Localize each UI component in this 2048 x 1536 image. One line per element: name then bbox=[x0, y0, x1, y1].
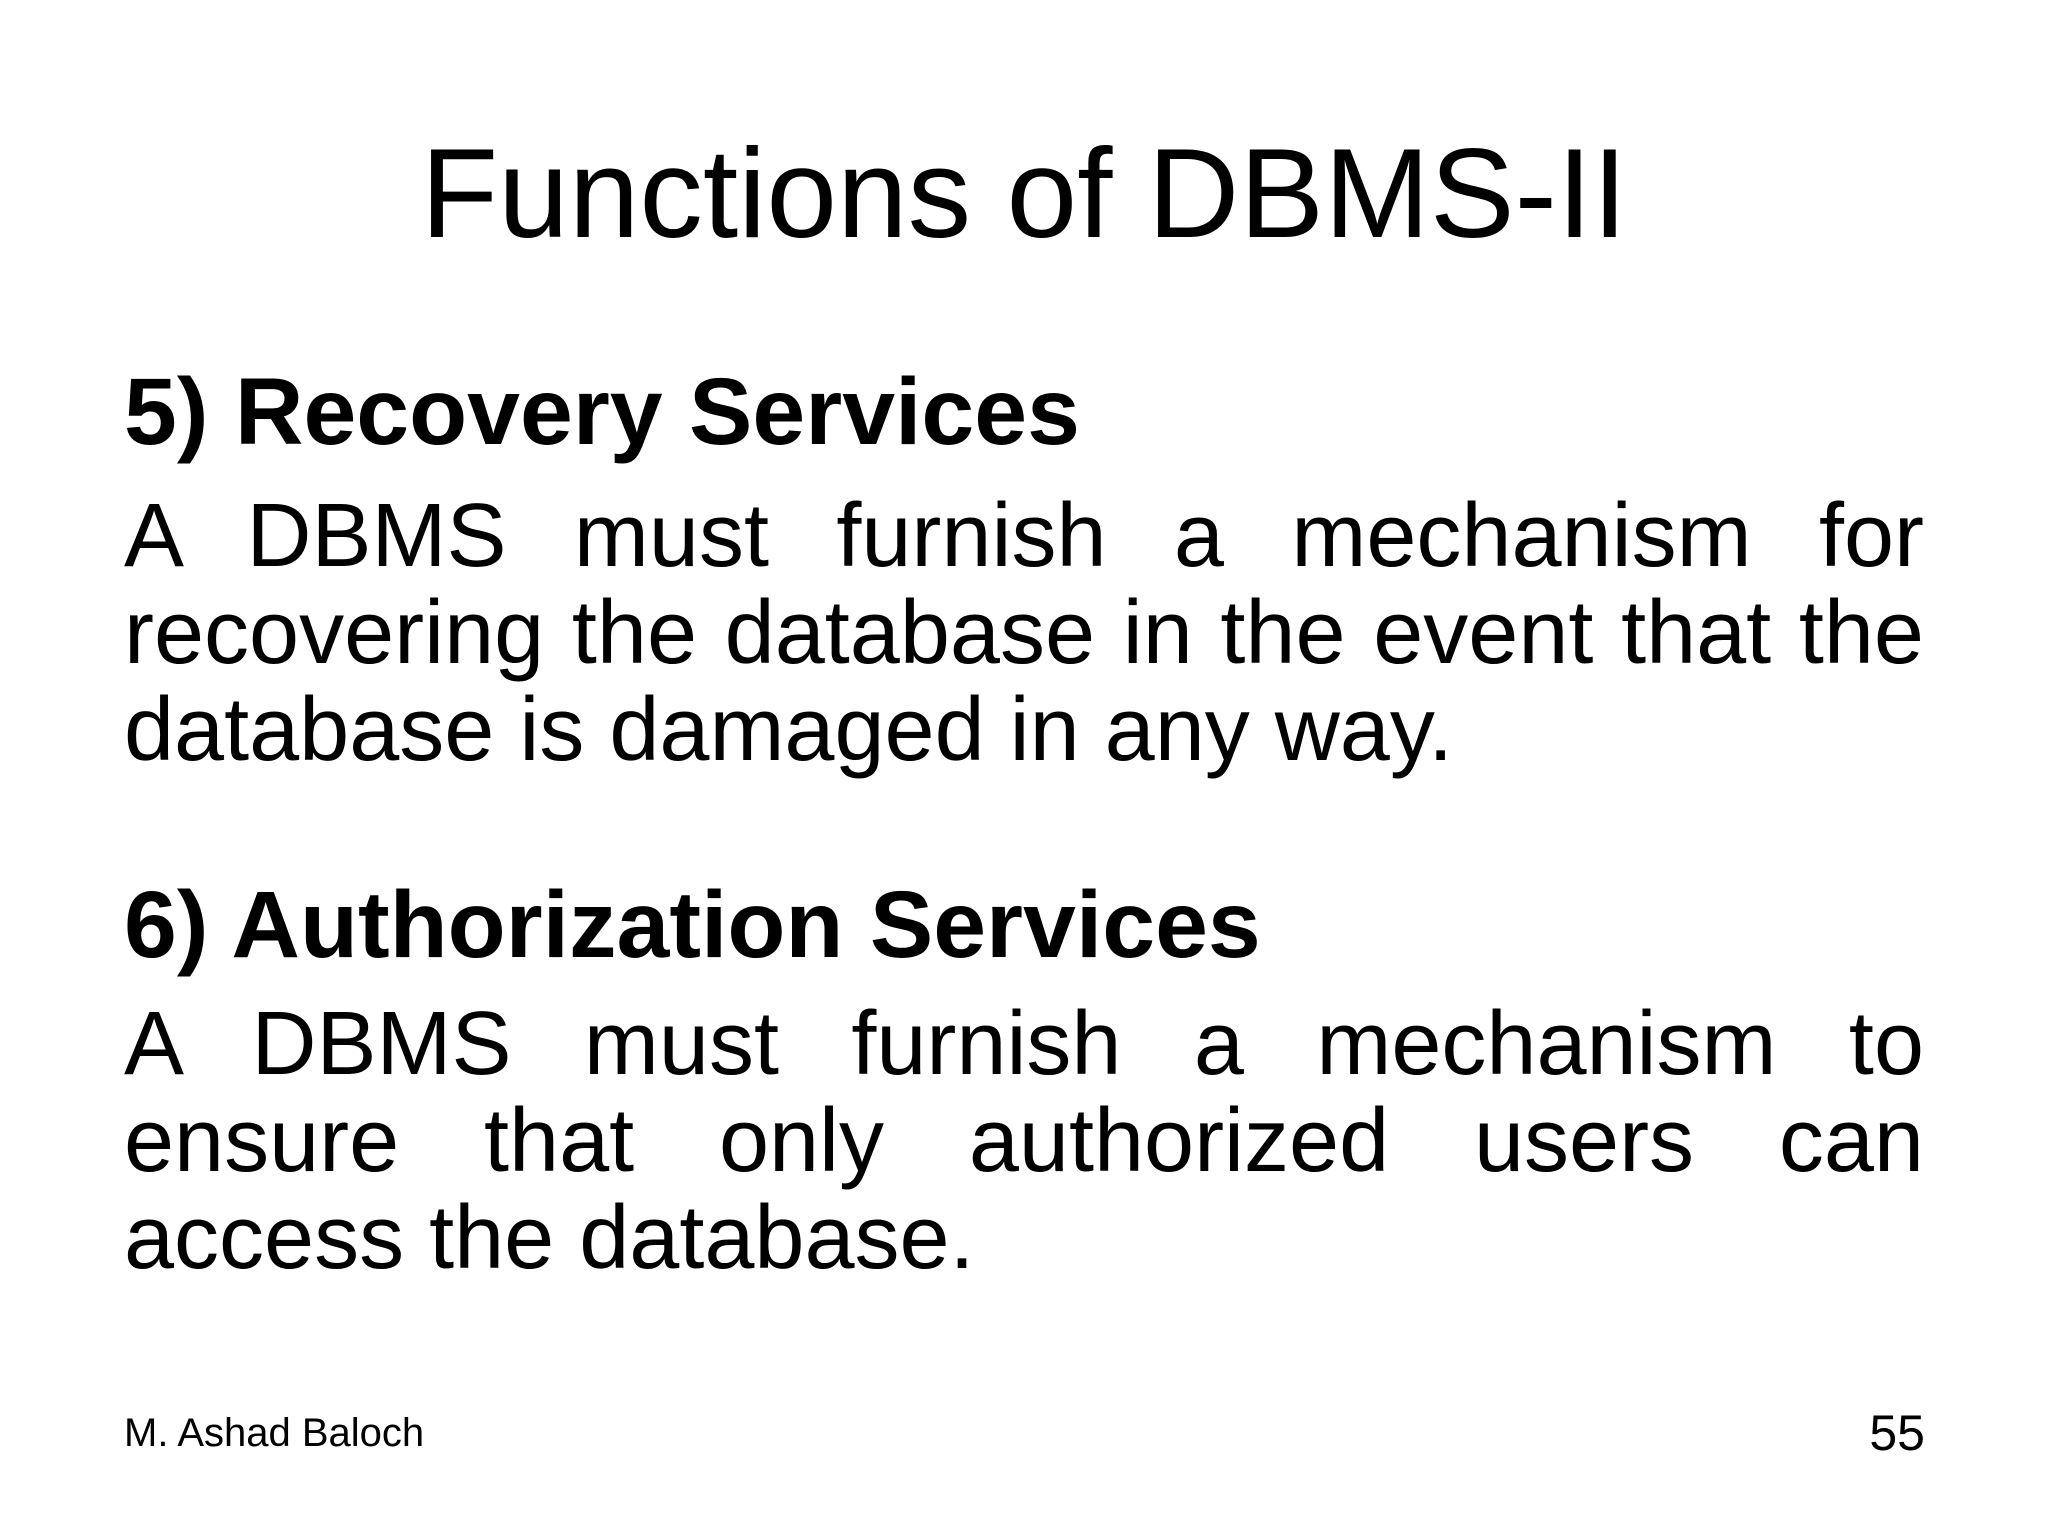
paragraph-line: recovering the database in the event tha… bbox=[124, 583, 1924, 683]
page-number: 55 bbox=[1869, 1405, 1925, 1461]
paragraph-line: access the database. bbox=[124, 1188, 975, 1288]
footer-author: M. Ashad Baloch bbox=[124, 1411, 425, 1455]
section-heading-authorization-services: 6) Authorization Services bbox=[124, 872, 1261, 978]
paragraph-line: ensure that only authorized users can bbox=[124, 1091, 1924, 1191]
paragraph-recovery-services: A DBMS must furnish a mechanism for reco… bbox=[124, 488, 1924, 779]
paragraph-line: database is damaged in any way. bbox=[124, 680, 1454, 780]
paragraph-line: A DBMS must furnish a mechanism to bbox=[124, 994, 1924, 1094]
section-heading-recovery-services: 5) Recovery Services bbox=[124, 359, 1080, 465]
paragraph-line: A DBMS must furnish a mechanism for bbox=[124, 486, 1924, 586]
slide-title: Functions of DBMS-II bbox=[420, 122, 1628, 264]
paragraph-authorization-services: A DBMS must furnish a mechanism to ensur… bbox=[124, 996, 1924, 1287]
